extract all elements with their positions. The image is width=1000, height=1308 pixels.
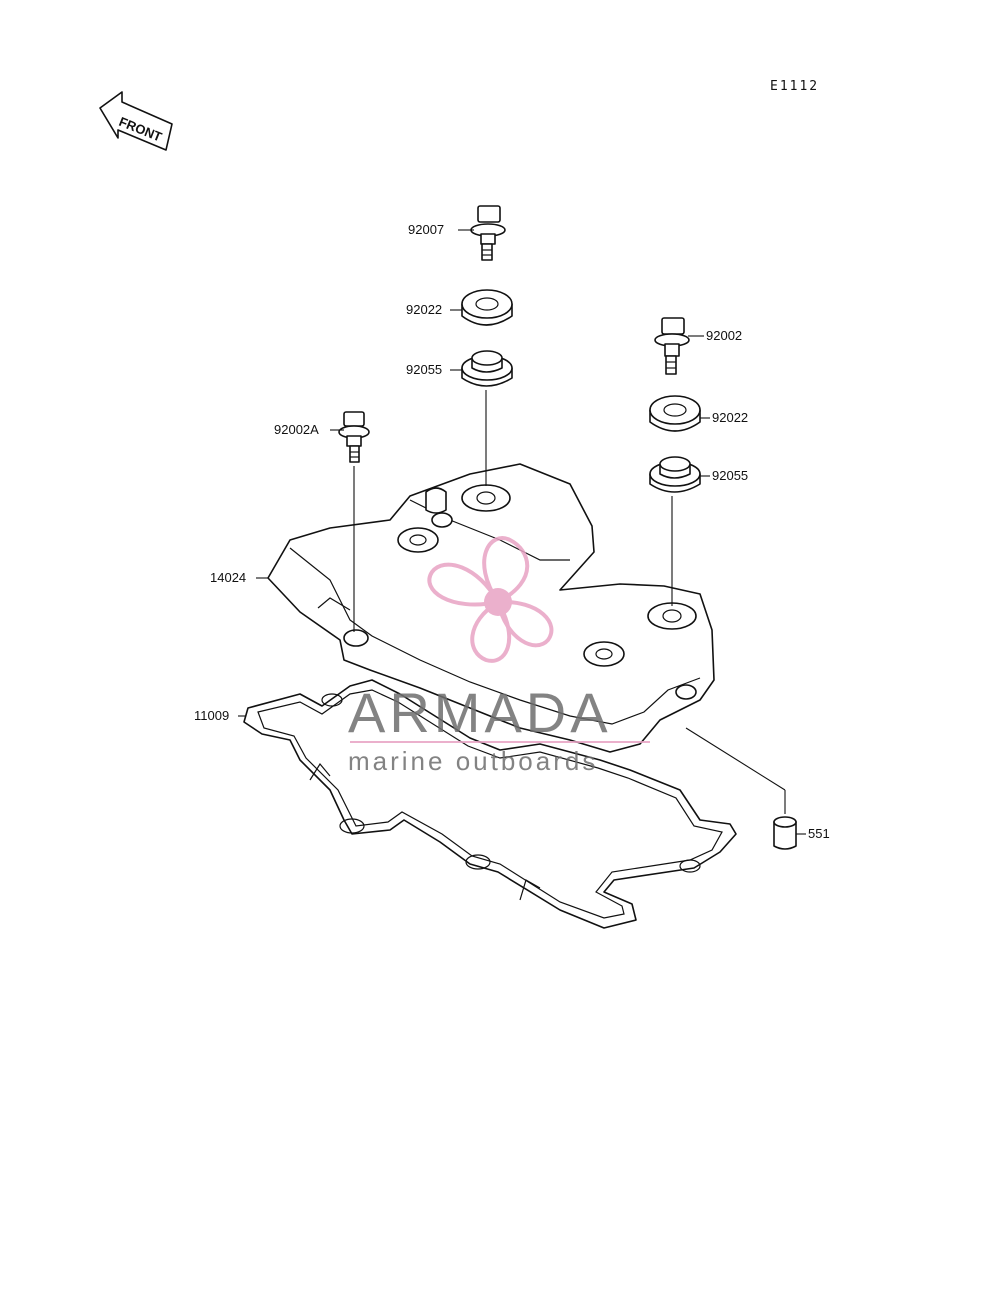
- label-92022-right: 92022: [712, 410, 748, 425]
- diagram-code: E1112: [770, 79, 819, 94]
- grommet-92055-right: [649, 456, 701, 493]
- leader-lines: [238, 229, 806, 835]
- bolt-92007: [470, 205, 506, 261]
- bolt-92002: [654, 317, 690, 375]
- watermark: ARMADA marine outboards: [348, 536, 650, 776]
- grommet-92055-left: [461, 350, 513, 387]
- label-11009: 11009: [194, 708, 229, 723]
- label-92007: 92007: [408, 222, 444, 237]
- label-92055-right: 92055: [712, 468, 748, 483]
- label-92002: 92002: [706, 328, 742, 343]
- label-14024: 14024: [210, 570, 246, 585]
- watermark-brand: ARMADA: [348, 681, 612, 744]
- grommet-92022-right: [649, 395, 701, 432]
- grommet-92022-left: [461, 289, 513, 326]
- label-551: 551: [808, 826, 830, 841]
- propeller-logo-icon: [427, 536, 554, 663]
- watermark-tagline: marine outboards: [348, 746, 598, 776]
- label-92022-left: 92022: [406, 302, 442, 317]
- label-92002a: 92002A: [274, 422, 319, 437]
- dowel-551: [773, 816, 797, 850]
- front-arrow-icon: FRONT: [99, 91, 173, 151]
- bolt-92002a: [338, 411, 370, 463]
- label-92055-left: 92055: [406, 362, 442, 377]
